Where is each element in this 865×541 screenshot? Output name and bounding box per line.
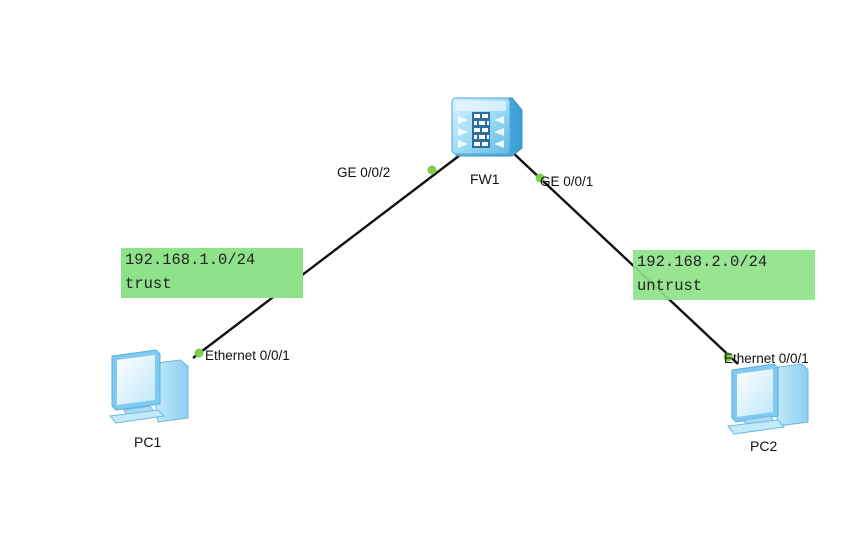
port-dot-pc1-eth xyxy=(194,348,204,358)
firewall-fw1[interactable]: FW1 xyxy=(451,97,523,187)
pc-icon xyxy=(109,349,189,424)
zone-name-trust: trust xyxy=(125,275,172,293)
zone-subnet-untrust: 192.168.2.0/24 xyxy=(637,253,768,271)
zone-subnet-trust: 192.168.1.0/24 xyxy=(125,251,256,269)
interface-label-fw1-ge002: GE 0/0/2 xyxy=(337,165,390,180)
fw1-label: FW1 xyxy=(470,171,500,187)
port-dot-fw1-ge001 xyxy=(535,173,545,183)
firewall-icon xyxy=(451,97,523,157)
pc-pc2[interactable]: PC2 xyxy=(727,363,809,454)
port-dot-pc2-eth xyxy=(723,352,733,362)
interface-label-fw1-ge001: GE 0/0/1 xyxy=(540,174,593,189)
pc1-label: PC1 xyxy=(134,434,161,450)
interface-label-pc1-eth: Ethernet 0/0/1 xyxy=(205,348,290,363)
pc-pc1[interactable]: PC1 xyxy=(109,349,189,450)
link-fw1-pc2[interactable] xyxy=(509,149,739,365)
interface-label-pc2-eth: Ethernet 0/0/1 xyxy=(724,351,809,366)
zone-name-untrust: untrust xyxy=(637,277,703,295)
port-dot-fw1-ge002 xyxy=(427,165,437,175)
pc-icon xyxy=(727,363,809,435)
pc2-label: PC2 xyxy=(750,438,777,454)
zone-box-untrust: 192.168.2.0/24 untrust xyxy=(633,250,815,300)
link-pc1-fw1[interactable] xyxy=(192,148,469,359)
zone-box-trust: 192.168.1.0/24 trust xyxy=(121,248,303,298)
